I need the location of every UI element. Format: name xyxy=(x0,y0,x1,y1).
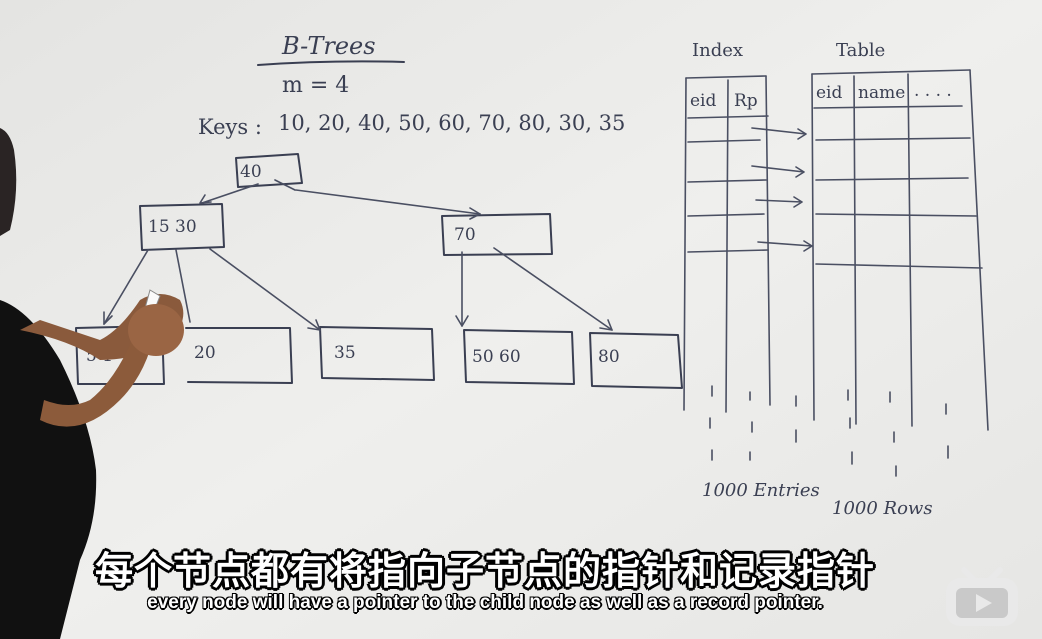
index-col-eid: eid xyxy=(690,91,716,111)
table-col-name: name xyxy=(858,83,905,103)
table-col-eid: eid xyxy=(816,83,842,103)
continuation-marks xyxy=(709,385,949,477)
presenter xyxy=(0,128,184,639)
leaf-keys-5: 80 xyxy=(598,347,620,367)
left-internal-node: 15 30 xyxy=(139,203,225,251)
board-title: B-Trees xyxy=(281,32,376,60)
subtitle-chinese: 每个节点都有将指向子节点的指针和记录指针 xyxy=(94,549,875,593)
table-col-more: . . . . xyxy=(914,81,952,101)
index-table xyxy=(683,75,771,413)
subtitle-english: every node will have a pointer to the ch… xyxy=(147,592,823,613)
index-footer: 1000 Entries xyxy=(702,480,820,501)
index-title: Index xyxy=(692,40,743,61)
left-internal-keys: 15 30 xyxy=(148,217,197,237)
index-col-rp: Rp xyxy=(734,91,758,111)
leaf-node-4: 50 60 xyxy=(463,329,575,385)
leaf-keys-3: 35 xyxy=(334,343,356,363)
root-key: 40 xyxy=(240,162,262,182)
data-table xyxy=(811,69,989,431)
bilibili-logo-icon[interactable] xyxy=(942,562,1022,628)
board-order: m = 4 xyxy=(282,73,349,98)
leaf-node-2: 20 xyxy=(185,327,293,384)
keys-list: 10, 20, 40, 50, 60, 70, 80, 30, 35 xyxy=(278,111,625,135)
table-footer: 1000 Rows xyxy=(832,498,933,519)
root-node: 40 xyxy=(235,153,303,188)
right-internal-node: 70 xyxy=(441,213,553,256)
keys-label: Keys : xyxy=(198,115,262,139)
leaf-node-3: 35 xyxy=(319,326,435,381)
leaf-keys-2: 20 xyxy=(194,343,216,363)
leaf-keys-4: 50 60 xyxy=(472,347,521,367)
record-pointer-arrows xyxy=(751,127,813,252)
right-internal-keys: 70 xyxy=(454,225,476,245)
leaf-node-5: 80 xyxy=(589,332,683,389)
table-title: Table xyxy=(836,40,885,61)
